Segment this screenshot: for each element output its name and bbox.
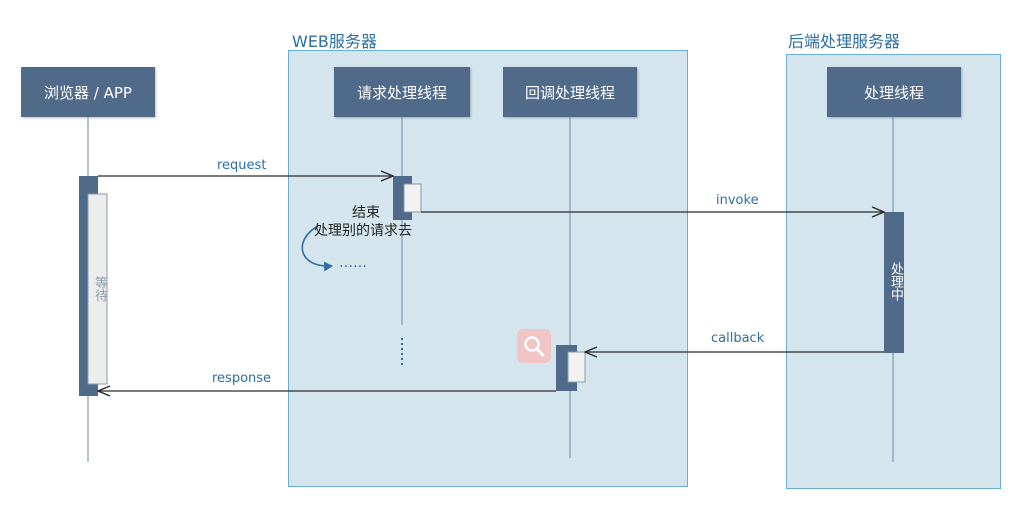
activation-callback-thread-inner bbox=[567, 351, 586, 383]
activation-processing-thread bbox=[884, 212, 904, 353]
note-ellipsis: …… bbox=[339, 255, 367, 271]
label-invoke: invoke bbox=[716, 193, 759, 208]
web-server-title: WEB服务器 bbox=[292, 32, 377, 51]
actor-request-thread: 请求处理线程 bbox=[334, 67, 470, 117]
actor-processing-thread: 处理线程 bbox=[827, 67, 961, 117]
actor-browser: 浏览器 / APP bbox=[21, 67, 155, 117]
note-end: 结束 bbox=[352, 205, 380, 221]
web-server-group bbox=[288, 50, 688, 487]
label-request: request bbox=[217, 158, 267, 173]
activation-request-thread-inner bbox=[403, 183, 422, 213]
backend-server-title: 后端处理服务器 bbox=[788, 32, 901, 51]
search-button[interactable] bbox=[517, 329, 551, 363]
label-callback: callback bbox=[711, 331, 765, 346]
actor-callback-thread: 回调处理线程 bbox=[503, 67, 637, 117]
activation-browser-waiting bbox=[87, 193, 108, 385]
curve-arrow-handle-other bbox=[301, 225, 333, 272]
label-response: response bbox=[212, 371, 272, 386]
note-waiting: 等待 bbox=[92, 276, 107, 302]
note-handle-other: 处理别的请求去 bbox=[314, 223, 412, 239]
note-processing: 处理中 bbox=[888, 262, 903, 301]
search-icon bbox=[524, 336, 545, 357]
